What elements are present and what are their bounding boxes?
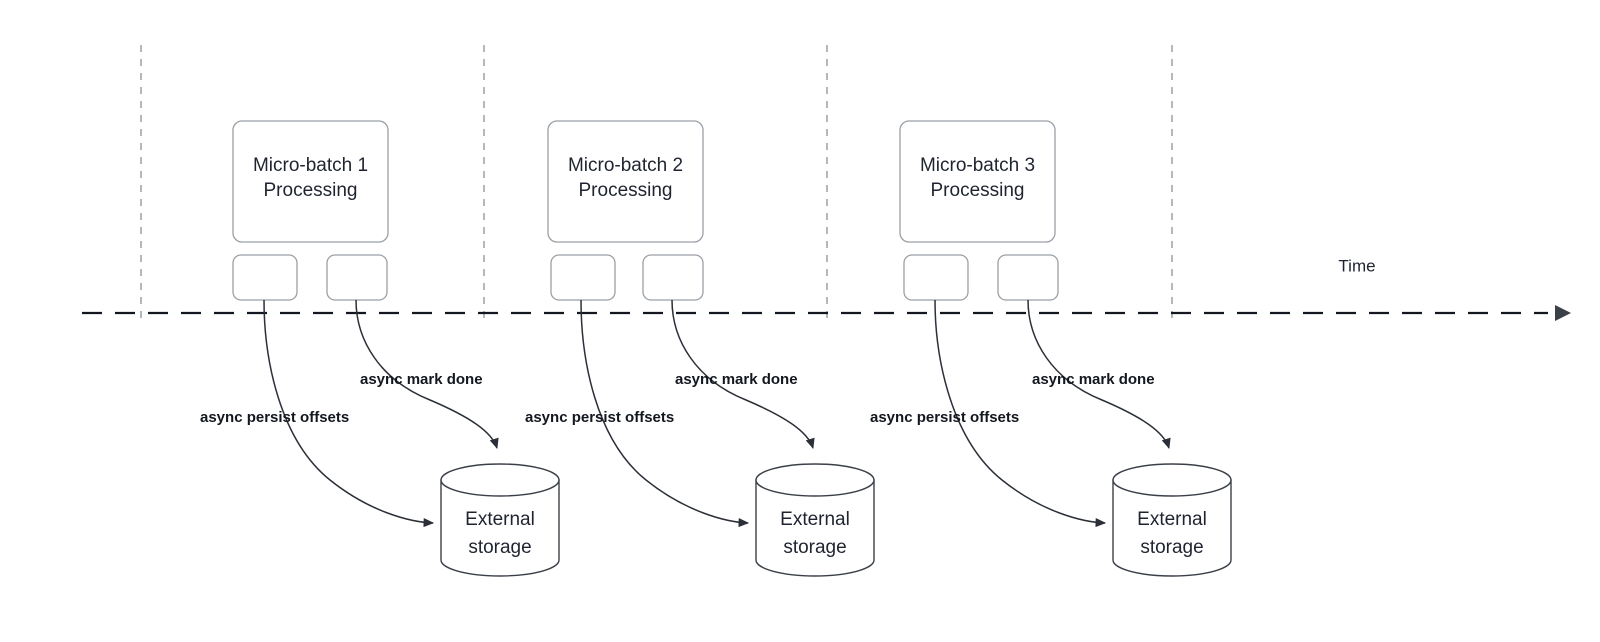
mini-box-persist[interactable] <box>232 254 298 301</box>
storage-label-line2: storage <box>468 537 531 558</box>
mini-box-persist[interactable] <box>903 254 969 301</box>
storage-label-line1: External <box>465 509 535 530</box>
process-box-label-line1: Micro-batch 2 <box>568 155 683 176</box>
edge-persist-offsets <box>934 299 1107 528</box>
edge-persist-offsets-label: async persist offsets <box>870 409 1019 426</box>
edge-mark-done <box>1027 299 1171 450</box>
time-axis: Time <box>82 256 1571 321</box>
mini-box-mark[interactable] <box>642 254 704 301</box>
process-box-label-line1: Micro-batch 3 <box>920 155 1035 176</box>
edge-persist-offsets <box>580 299 750 528</box>
time-axis-label: Time <box>1338 256 1375 275</box>
process-box[interactable] <box>232 120 389 243</box>
storage-cylinder-top <box>1112 463 1232 497</box>
mini-box-mark[interactable] <box>326 254 388 301</box>
storage-cylinder-body[interactable] <box>1112 479 1232 577</box>
edge-mark-done-label: async mark done <box>1032 371 1155 388</box>
storage-label-line1: External <box>780 509 850 530</box>
edge-mark-done <box>671 299 815 450</box>
edge-mark-done-label: async mark done <box>675 371 798 388</box>
storage-cylinder-body[interactable] <box>755 479 875 577</box>
edge-persist-offsets-label: async persist offsets <box>200 409 349 426</box>
process-box-label-line2: Processing <box>264 180 358 201</box>
process-box-label-line1: Micro-batch 1 <box>253 155 368 176</box>
storage-label-line2: storage <box>1140 537 1203 558</box>
edge-mark-done <box>355 299 499 450</box>
storage-cylinder-top <box>440 463 560 497</box>
storage-cylinder-top <box>755 463 875 497</box>
storage-cylinder-body[interactable] <box>440 479 560 577</box>
edge-persist-offsets <box>263 299 435 528</box>
mini-box-persist[interactable] <box>550 254 616 301</box>
process-box[interactable] <box>547 120 704 243</box>
process-box-label-line2: Processing <box>579 180 673 201</box>
storage-label-line2: storage <box>783 537 846 558</box>
edge-persist-offsets-label: async persist offsets <box>525 409 674 426</box>
process-box[interactable] <box>899 120 1056 243</box>
time-axis-arrowhead <box>1555 305 1571 321</box>
storage-label-line1: External <box>1137 509 1207 530</box>
edge-mark-done-label: async mark done <box>360 371 483 388</box>
mini-box-mark[interactable] <box>997 254 1059 301</box>
period-boundaries <box>140 45 1173 318</box>
process-box-label-line2: Processing <box>931 180 1025 201</box>
